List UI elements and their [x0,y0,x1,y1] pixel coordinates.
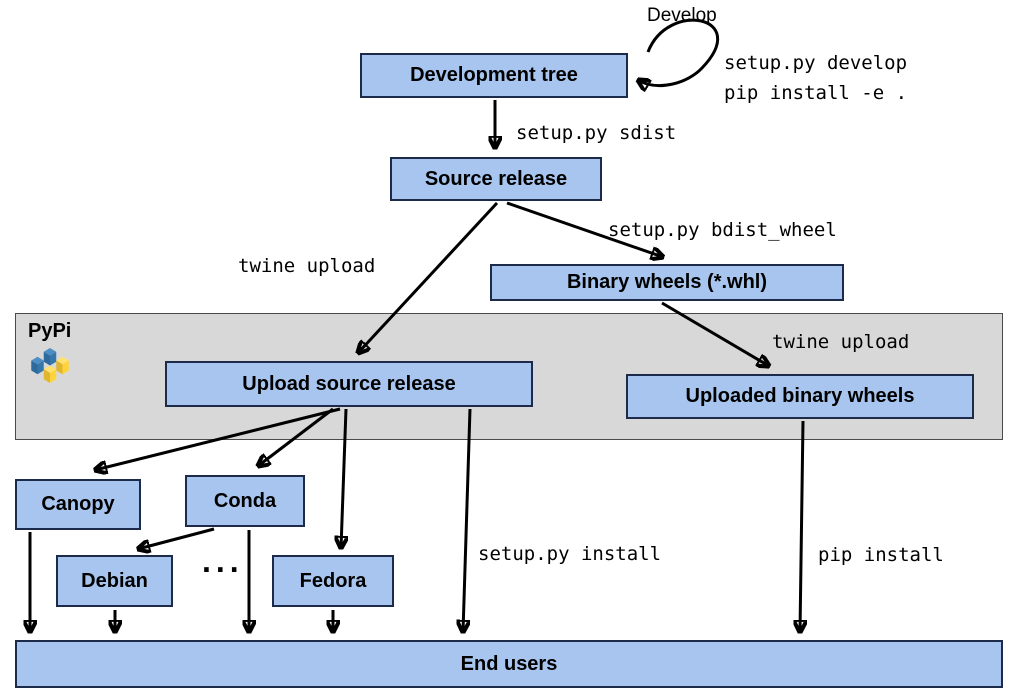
label-ellipsis: ... [202,543,244,579]
box-development-tree: Development tree [360,53,628,98]
box-debian: Debian [56,555,173,607]
arrow-develop-loop [638,18,720,85]
pypi-logo-icon [28,348,72,388]
label-twine-upload-right: twine upload [772,331,910,353]
label-develop: Develop [647,5,717,26]
pypi-label: PyPi [28,320,72,342]
label-pip-install-e: pip install -e . [724,82,908,104]
box-binary-wheels: Binary wheels (*.whl) [490,264,844,301]
arrow-setup-install [463,408,472,632]
label-pip-install: pip install [818,544,944,566]
box-end-users: End users [15,640,1003,688]
box-conda: Conda [185,475,305,527]
box-source-release: Source release [390,157,602,201]
arrow-pip-install [800,420,803,632]
box-fedora: Fedora [272,555,394,607]
label-setup-develop: setup.py develop [724,52,908,74]
box-uploaded-binary-wheels: Uploaded binary wheels [626,374,974,419]
label-twine-upload-left: twine upload [238,255,376,277]
box-canopy: Canopy [15,479,141,530]
label-setup-bdist-wheel: setup.py bdist_wheel [608,219,837,241]
label-setup-install: setup.py install [478,543,662,565]
label-setup-sdist: setup.py sdist [516,122,677,144]
box-upload-source-release: Upload source release [165,361,533,407]
